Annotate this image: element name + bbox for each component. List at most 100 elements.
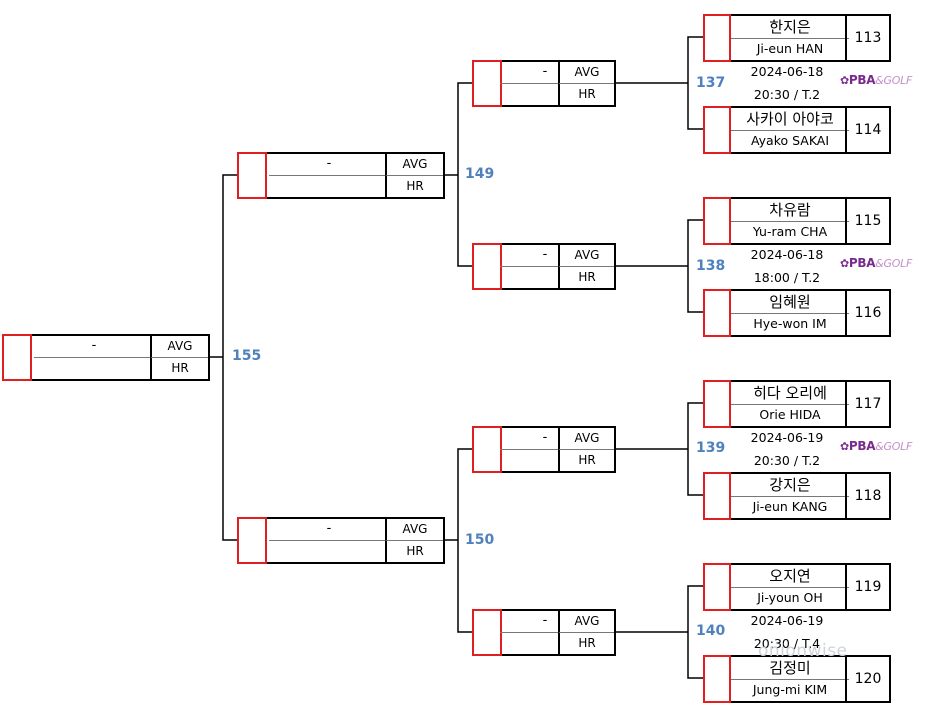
player-name-korean: 오지연 bbox=[731, 565, 849, 588]
player-seed-box bbox=[703, 289, 731, 337]
player-name-english: Orie HIDA bbox=[759, 407, 821, 422]
player-number: 117 bbox=[845, 382, 889, 426]
player-name-english: Ji-youn OH bbox=[757, 590, 823, 605]
schedule-138: 2024-06-18 18:00 / T.2 bbox=[727, 243, 847, 289]
player-name-korean: 임혜원 bbox=[731, 291, 849, 314]
schedule-date: 2024-06-19 bbox=[750, 430, 824, 445]
quarter-avg-label: AVG bbox=[558, 62, 614, 84]
schedule-139: 2024-06-19 20:30 / T.2 bbox=[727, 426, 847, 472]
watermark: onionwise bbox=[758, 641, 848, 661]
match-number-150: 150 bbox=[465, 532, 495, 548]
schedule-time-table: 20:30 / T.2 bbox=[753, 87, 821, 102]
player-name-english: Jung-mi KIM bbox=[752, 682, 828, 697]
quarter-hr-label: HR bbox=[558, 266, 614, 288]
player-number: 115 bbox=[845, 199, 889, 243]
schedule-date: 2024-06-19 bbox=[750, 613, 824, 628]
broadcast-logo: ✿PBA&GOLF bbox=[840, 73, 912, 87]
semi1-seed-box bbox=[237, 152, 267, 199]
player-slot-120: 김정미 Jung-mi KIM 120 bbox=[703, 655, 891, 703]
player-name-korean: 김정미 bbox=[731, 657, 849, 680]
quarter-player-name: - bbox=[500, 245, 590, 267]
match-number-155: 155 bbox=[232, 348, 262, 364]
quarter-hr-label: HR bbox=[558, 632, 614, 654]
player-name-korean: 한지은 bbox=[731, 16, 849, 39]
match-number-138: 138 bbox=[696, 258, 726, 274]
player-name-english: Ayako SAKAI bbox=[750, 133, 830, 148]
schedule-137: 2024-06-18 20:30 / T.2 bbox=[727, 60, 847, 106]
quarter-player-name: - bbox=[500, 611, 590, 633]
quarter-seed-box bbox=[472, 426, 502, 473]
player-number: 113 bbox=[845, 16, 889, 60]
player-number: 118 bbox=[845, 474, 889, 518]
quarter-seed-box bbox=[472, 609, 502, 656]
quarter-hr-label: HR bbox=[558, 83, 614, 105]
player-name-korean: 히다 오리에 bbox=[731, 382, 849, 405]
semi2-player-name: - bbox=[269, 519, 389, 541]
player-seed-box bbox=[703, 380, 731, 428]
match-number-139: 139 bbox=[696, 440, 726, 456]
peacock-icon: ✿ bbox=[840, 257, 849, 270]
quarter-avg-label: AVG bbox=[558, 611, 614, 633]
match-number-149: 149 bbox=[465, 166, 495, 182]
player-seed-box bbox=[703, 655, 731, 703]
schedule-time-table: 18:00 / T.2 bbox=[753, 270, 821, 285]
player-slot-114: 사카이 아야코 Ayako SAKAI 114 bbox=[703, 106, 891, 154]
player-name-korean: 강지은 bbox=[731, 474, 849, 497]
semi1-slot: - AVG HR bbox=[237, 152, 445, 199]
player-seed-box bbox=[703, 472, 731, 520]
player-seed-box bbox=[703, 563, 731, 611]
player-slot-115: 차유람 Yu-ram CHA 115 bbox=[703, 197, 891, 245]
schedule-140: 2024-06-19 20:30 / T.4 bbox=[727, 609, 847, 655]
semi2-avg-label: AVG bbox=[385, 519, 443, 541]
player-number: 116 bbox=[845, 291, 889, 335]
schedule-date: 2024-06-18 bbox=[750, 247, 824, 262]
peacock-icon: ✿ bbox=[840, 74, 849, 87]
player-name-english: Ji-eun HAN bbox=[756, 41, 824, 56]
player-number: 114 bbox=[845, 108, 889, 152]
player-seed-box bbox=[703, 14, 731, 62]
quarter-seed-box bbox=[472, 243, 502, 290]
player-name-korean: 사카이 아야코 bbox=[731, 108, 849, 131]
player-number: 119 bbox=[845, 565, 889, 609]
match-number-140: 140 bbox=[696, 623, 726, 639]
semi1-player-sub bbox=[269, 176, 389, 198]
broadcast-logo: ✿PBA&GOLF bbox=[840, 256, 912, 270]
quarter-seed-box bbox=[472, 60, 502, 107]
quarter-player-name: - bbox=[500, 62, 590, 84]
schedule-time-table: 20:30 / T.2 bbox=[753, 453, 821, 468]
schedule-time-table: 20:30 / T.4 bbox=[753, 636, 821, 651]
semi2-seed-box bbox=[237, 517, 267, 564]
player-slot-119: 오지연 Ji-youn OH 119 bbox=[703, 563, 891, 611]
broadcast-logo: ✿PBA&GOLF bbox=[840, 439, 912, 453]
quarter-avg-label: AVG bbox=[558, 428, 614, 450]
player-slot-116: 임혜원 Hye-won IM 116 bbox=[703, 289, 891, 337]
player-name-english: Ji-eun KANG bbox=[752, 499, 828, 514]
final-hr-label: HR bbox=[150, 357, 208, 379]
semi2-hr-label: HR bbox=[385, 540, 443, 562]
schedule-date: 2024-06-18 bbox=[750, 64, 824, 79]
final-seed-box bbox=[2, 334, 32, 381]
player-slot-113: 한지은 Ji-eun HAN 113 bbox=[703, 14, 891, 62]
player-seed-box bbox=[703, 197, 731, 245]
semi1-hr-label: HR bbox=[385, 175, 443, 197]
player-name-english: Hye-won IM bbox=[753, 316, 827, 331]
final-avg-label: AVG bbox=[150, 336, 208, 358]
player-seed-box bbox=[703, 106, 731, 154]
player-name-english: Yu-ram CHA bbox=[752, 224, 828, 239]
semi1-avg-label: AVG bbox=[385, 154, 443, 176]
player-name-korean: 차유람 bbox=[731, 199, 849, 222]
quarter-hr-label: HR bbox=[558, 449, 614, 471]
final-player-name: - bbox=[34, 336, 154, 358]
player-number: 120 bbox=[845, 657, 889, 701]
semi2-player-sub bbox=[269, 541, 389, 563]
semi2-slot: - AVG HR bbox=[237, 517, 445, 564]
player-slot-118: 강지은 Ji-eun KANG 118 bbox=[703, 472, 891, 520]
final-slot: - AVG HR bbox=[2, 334, 210, 381]
final-player-sub bbox=[34, 358, 154, 380]
